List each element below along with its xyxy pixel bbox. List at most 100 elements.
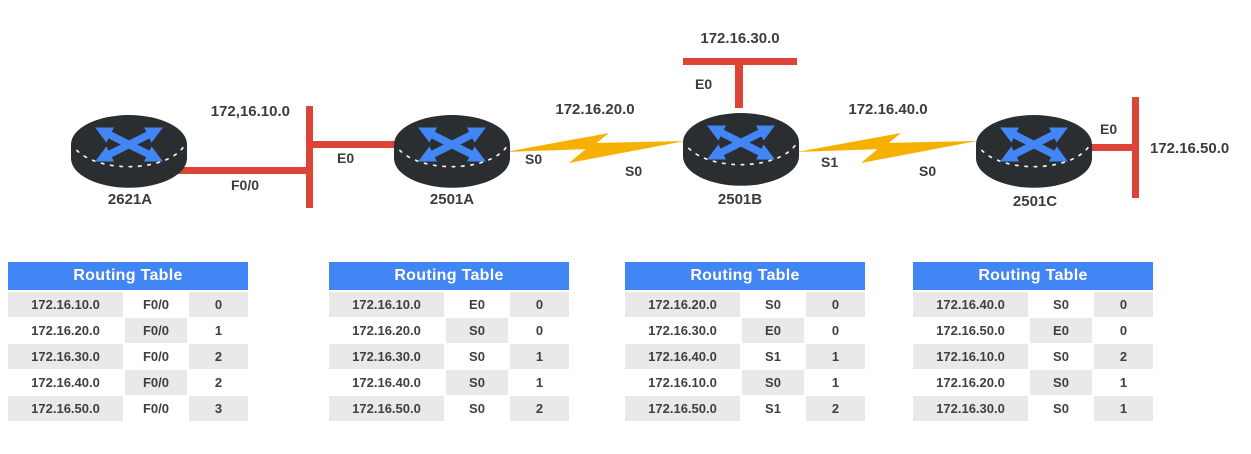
table-cell: F0/0 [125,292,187,317]
table-cell: 172.16.10.0 [329,292,444,317]
network-label-net20: 172.16.20.0 [555,101,635,118]
router-2501c [975,102,1093,189]
router-name-2501a: 2501A [429,191,475,208]
router-icon [975,102,1093,189]
router-name-2621a: 2621A [107,191,153,208]
ethernet-link-2501a-e0 [312,141,396,148]
routing-table-header: Routing Table [329,262,569,290]
interface-label-2501b-s1: S1 [821,154,839,170]
table-cell: E0 [446,292,508,317]
table-cell: 172.16.50.0 [8,396,123,421]
table-cell: S0 [1030,292,1092,317]
ethernet-link-2501b-e0 [735,64,743,108]
table-cell: S0 [742,292,804,317]
table-cell: 0 [1094,318,1153,343]
interface-label-2501a-s0: S0 [525,151,543,167]
router-2621a [70,102,188,189]
routing-table-header: Routing Table [625,262,865,290]
ethernet-segment-bar-net30 [683,58,797,65]
ethernet-link-f00 [172,167,308,174]
table-cell: 172.16.50.0 [913,318,1028,343]
table-cell: 1 [510,370,569,395]
table-cell: F0/0 [125,370,187,395]
table-cell: 0 [510,318,569,343]
routing-table-header: Routing Table [913,262,1153,290]
table-cell: S0 [1030,370,1092,395]
table-cell: 172.16.30.0 [329,344,444,369]
table-cell: S0 [446,344,508,369]
table-cell: 172.16.30.0 [913,396,1028,421]
table-cell: 2 [189,370,248,395]
router-name-2501c: 2501C [1012,193,1058,210]
table-cell: 0 [806,318,865,343]
interface-label-2501a-e0: E0 [337,150,355,166]
table-cell: S0 [446,318,508,343]
table-cell: 0 [806,292,865,317]
table-cell: 2 [806,396,865,421]
table-cell: 172.16.40.0 [329,370,444,395]
table-cell: S0 [446,370,508,395]
table-cell: E0 [742,318,804,343]
table-cell: S0 [742,370,804,395]
interface-label-2501b-e0: E0 [695,76,713,92]
table-cell: 1 [189,318,248,343]
network-label-net50: 172.16.50.0 [1150,140,1230,157]
table-cell: 172.16.20.0 [625,292,740,317]
interface-label-f00: F0/0 [230,177,259,193]
table-cell: 172.16.40.0 [8,370,123,395]
table-cell: 0 [189,292,248,317]
table-cell: 172.16.10.0 [625,370,740,395]
table-cell: 0 [1094,292,1153,317]
router-icon [682,100,800,187]
table-cell: 1 [806,370,865,395]
table-cell: 172.16.30.0 [625,318,740,343]
table-cell: F0/0 [125,396,187,421]
interface-label-2501c-s0: S0 [919,163,937,179]
table-cell: E0 [1030,318,1092,343]
table-cell: S1 [742,344,804,369]
table-cell: 1 [510,344,569,369]
table-cell: 1 [1094,370,1153,395]
table-cell: 172.16.10.0 [913,344,1028,369]
table-cell: 172.16.50.0 [329,396,444,421]
network-label-net30: 172.16.30.0 [700,30,780,47]
table-cell: 3 [189,396,248,421]
table-cell: 172.16.20.0 [913,370,1028,395]
router-icon [393,102,511,189]
table-cell: 172.16.20.0 [8,318,123,343]
table-cell: 1 [806,344,865,369]
interface-label-2501c-e0: E0 [1100,121,1118,137]
table-cell: 0 [510,292,569,317]
table-cell: 2 [1094,344,1153,369]
ethernet-link-2501c-e0 [1086,144,1134,151]
table-cell: 2 [510,396,569,421]
router-2501a [393,102,511,189]
table-cell: 172.16.40.0 [625,344,740,369]
table-cell: 2 [189,344,248,369]
ethernet-segment-bar-net50 [1132,97,1139,198]
table-cell: 1 [1094,396,1153,421]
table-cell: S0 [1030,344,1092,369]
table-cell: F0/0 [125,344,187,369]
ethernet-segment-bar-net10 [306,106,313,208]
table-cell: S0 [446,396,508,421]
table-cell: 172.16.20.0 [329,318,444,343]
router-icon [70,102,188,189]
network-label-net40: 172.16.40.0 [848,101,928,118]
table-cell: 172.16.50.0 [625,396,740,421]
table-cell: 172.16.30.0 [8,344,123,369]
table-cell: F0/0 [125,318,187,343]
table-cell: S0 [1030,396,1092,421]
routing-table-header: Routing Table [8,262,248,290]
table-cell: 172.16.40.0 [913,292,1028,317]
router-2501b [682,100,800,187]
